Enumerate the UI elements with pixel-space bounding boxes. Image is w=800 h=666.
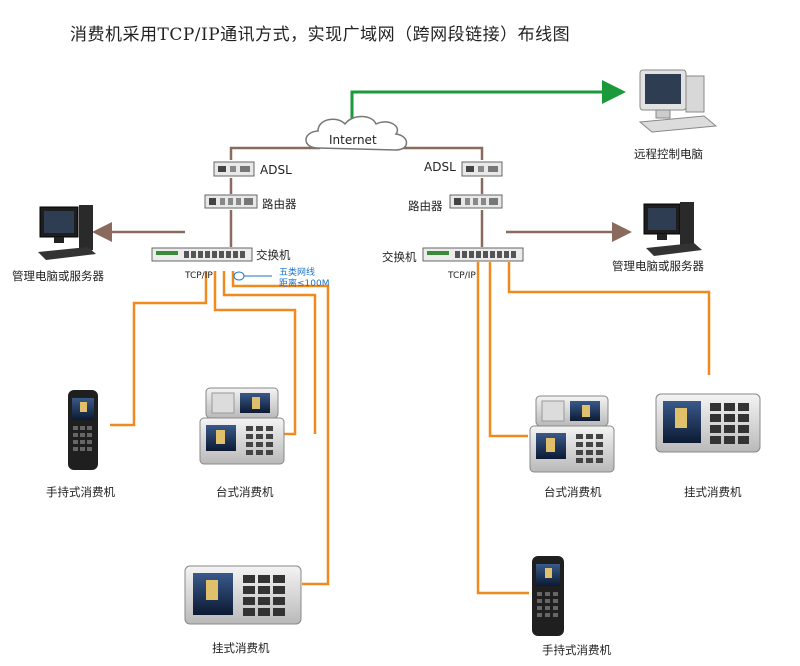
right-handheld-terminal: [532, 556, 564, 636]
left-adsl-label: ADSL: [260, 163, 292, 177]
right-switch-label: 交换机: [382, 250, 417, 264]
left-desktop-terminal: [199, 387, 285, 465]
left-switch: [151, 247, 253, 262]
right-cables: [476, 262, 711, 595]
left-cables: [110, 271, 330, 586]
right-router: [449, 194, 503, 209]
right-management-pc: [643, 202, 702, 256]
right-desktop-label: 台式消费机: [544, 485, 602, 499]
left-handheld-terminal: [68, 390, 98, 470]
internet-link: [350, 80, 626, 125]
internet-cloud: [305, 115, 408, 151]
remote-pc-label: 远程控制电脑: [634, 147, 703, 161]
backbone-links: [92, 146, 632, 247]
right-wallmount-label: 挂式消费机: [684, 485, 742, 499]
left-wallmount-terminal: [184, 565, 302, 625]
left-management-pc: [38, 205, 96, 260]
right-pc-label: 管理电脑或服务器: [612, 259, 704, 273]
right-adsl-label: ADSL: [424, 160, 456, 174]
left-handheld-label: 手持式消费机: [46, 485, 115, 499]
right-adsl-modem: [461, 161, 503, 177]
cable-note-pointer: [233, 271, 272, 281]
right-handheld-label: 手持式消费机: [542, 643, 611, 657]
right-router-label: 路由器: [408, 199, 443, 213]
cable-note-line2: 距离≤100M: [279, 279, 330, 289]
right-switch: [422, 247, 524, 262]
left-router: [204, 194, 258, 209]
diagram-title: 消费机采用TCP/IP通讯方式，实现广域网（跨网段链接）布线图: [70, 25, 571, 45]
left-switch-label: 交换机: [256, 248, 291, 262]
right-tcpip-label: TCP/IP: [448, 271, 476, 281]
left-router-label: 路由器: [262, 197, 297, 211]
left-pc-label: 管理电脑或服务器: [12, 269, 104, 283]
left-adsl-modem: [213, 161, 255, 177]
internet-label: Internet: [329, 133, 377, 147]
remote-control-pc: [638, 69, 718, 133]
right-desktop-terminal: [529, 395, 615, 473]
left-wallmount-label: 挂式消费机: [212, 641, 270, 655]
left-tcpip-label: TCP/IP: [185, 271, 213, 281]
right-wallmount-terminal: [655, 393, 761, 453]
cable-note-line1: 五类网线: [279, 268, 316, 278]
left-desktop-label: 台式消费机: [216, 485, 274, 499]
